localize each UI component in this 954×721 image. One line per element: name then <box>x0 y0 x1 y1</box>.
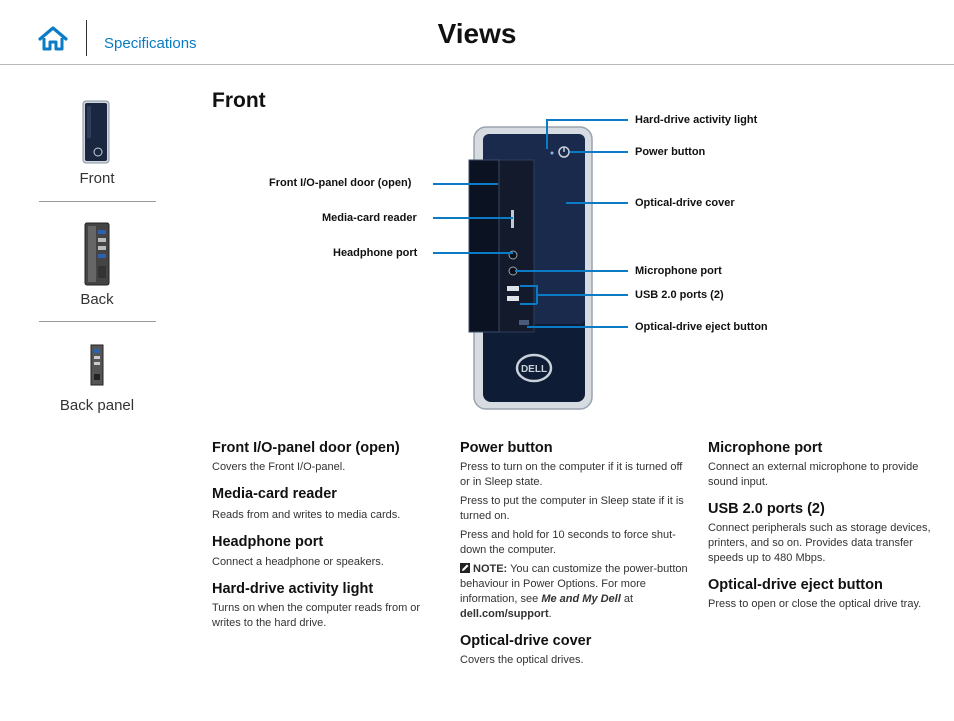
home-button[interactable] <box>38 26 68 52</box>
note-end: . <box>548 608 552 620</box>
callout-headphone-port: Headphone port <box>333 247 418 259</box>
note-url[interactable]: dell.com/support <box>460 608 549 620</box>
callout-optical-drive-eject-button: Optical-drive eject button <box>635 321 768 333</box>
desc-text-usb-ports: Connect peripherals such as storage devi… <box>708 522 931 564</box>
desc-title-hard-drive-activity-light: Hard-drive activity light <box>212 581 374 597</box>
desc-text-microphone-port: Connect an external microphone to provid… <box>708 461 919 488</box>
leader-line <box>537 294 628 296</box>
leader-line <box>546 119 628 121</box>
desc-title-headphone-port: Headphone port <box>212 534 324 550</box>
desc-text-optical-drive-eject-button: Press to open or close the optical drive… <box>708 598 922 610</box>
front-thumbnail[interactable] <box>82 100 110 169</box>
desc-text-io-panel-door: Covers the Front I/O-panel. <box>212 461 346 473</box>
leader-line <box>566 202 628 204</box>
leader-line <box>520 285 537 287</box>
desc-title-microphone-port: Microphone port <box>708 440 823 456</box>
leader-line <box>570 151 628 153</box>
desc-title-optical-drive-eject-button: Optical-drive eject button <box>708 577 883 593</box>
svg-text:DELL: DELL <box>521 364 547 375</box>
section-title: Front <box>212 89 266 112</box>
desc-title-io-panel-door: Front I/O-panel door (open) <box>212 440 400 456</box>
back-panel-thumbnail[interactable] <box>90 344 104 391</box>
leader-line <box>433 183 498 185</box>
desc-text-power-button-3: Press and hold for 10 seconds to force s… <box>460 529 676 556</box>
desc-text-hard-drive-activity-light: Turns on when the computer reads from or… <box>212 602 421 629</box>
note-reference: Me and My Dell <box>541 593 621 605</box>
description-column-2: Power button Press to turn on the comput… <box>460 439 688 668</box>
sidebar-divider <box>39 321 156 322</box>
desc-text-power-button-2: Press to put the computer in Sleep state… <box>460 495 684 522</box>
page-title: Views <box>437 18 517 49</box>
specifications-link[interactable]: Specifications <box>104 35 197 52</box>
callout-media-card-reader: Media-card reader <box>322 212 417 224</box>
callout-io-panel-door: Front I/O-panel door (open) <box>269 177 412 189</box>
sidebar-item-back-panel[interactable]: Back panel <box>59 397 135 414</box>
callout-microphone-port: Microphone port <box>635 265 722 277</box>
leader-line <box>520 303 537 305</box>
home-icon <box>38 26 68 51</box>
desc-title-usb-ports: USB 2.0 ports (2) <box>708 501 825 517</box>
leader-line <box>527 326 628 328</box>
note-paragraph: NOTE: You can customize the power-button… <box>460 562 688 622</box>
sidebar-item-back[interactable]: Back <box>80 291 114 308</box>
header-rule <box>0 64 954 65</box>
desc-text-headphone-port: Connect a headphone or speakers. <box>212 556 384 568</box>
desc-text-media-card-reader: Reads from and writes to media cards. <box>212 509 401 521</box>
note-pencil-icon <box>460 563 470 573</box>
desc-title-optical-drive-cover: Optical-drive cover <box>460 633 592 649</box>
back-thumbnail[interactable] <box>84 222 110 291</box>
header-divider <box>86 20 87 56</box>
description-column-3: Microphone port Connect an external micr… <box>708 439 936 612</box>
leader-line <box>433 252 513 254</box>
leader-line <box>433 217 513 219</box>
callout-usb-ports: USB 2.0 ports (2) <box>635 289 724 301</box>
note-label: NOTE: <box>473 563 508 575</box>
desc-title-power-button: Power button <box>460 440 553 456</box>
desc-text-power-button-1: Press to turn on the computer if it is t… <box>460 461 683 488</box>
note-text: You can customize the power-button behav… <box>460 563 688 605</box>
callout-power-button: Power button <box>635 146 706 158</box>
computer-front-illustration: DELL <box>465 126 595 415</box>
sidebar-item-front[interactable]: Front <box>79 170 115 187</box>
sidebar-divider <box>39 201 156 202</box>
leader-line <box>515 270 628 272</box>
desc-text-optical-drive-cover: Covers the optical drives. <box>460 654 584 666</box>
callout-hard-drive-activity-light: Hard-drive activity light <box>635 114 758 126</box>
note-at: at <box>620 593 634 605</box>
desc-title-media-card-reader: Media-card reader <box>212 486 337 502</box>
description-column-1: Front I/O-panel door (open) Covers the F… <box>212 439 440 631</box>
callout-optical-drive-cover: Optical-drive cover <box>635 197 735 209</box>
leader-line <box>546 119 548 149</box>
leader-line <box>536 285 538 304</box>
